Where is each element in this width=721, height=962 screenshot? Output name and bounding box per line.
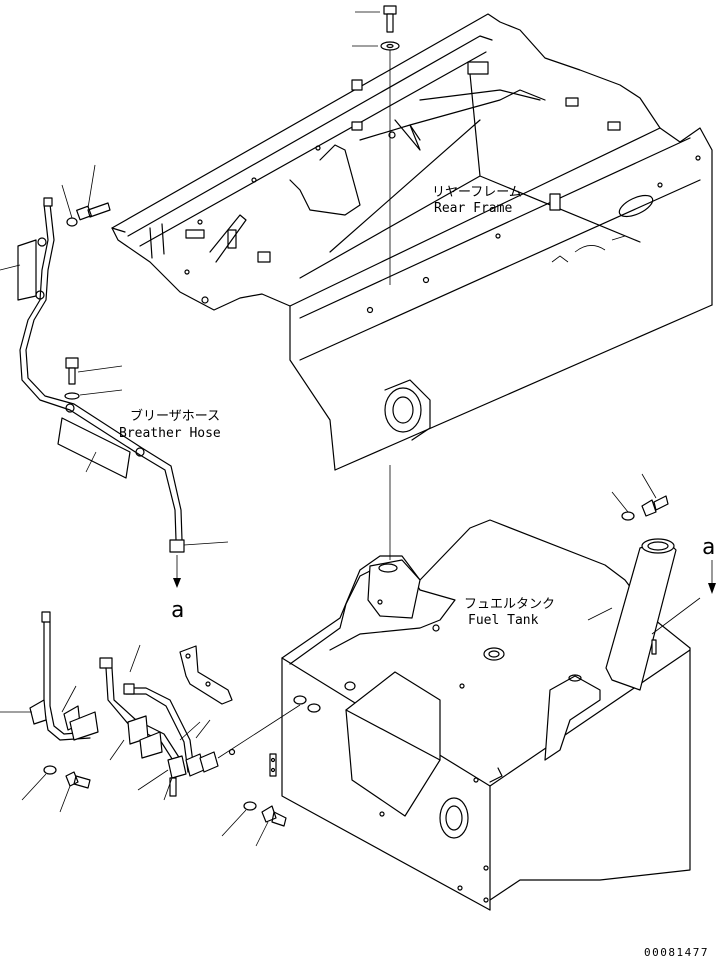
breather-hose-label-en: Breather Hose [119, 426, 221, 441]
rear-frame [111, 13, 713, 471]
breather-bolt-lower [64, 357, 229, 546]
lower-bolt-right [221, 801, 287, 847]
lower-bolt-left [21, 765, 91, 813]
fuel-line-assembly [0, 611, 301, 801]
fuel-tank [269, 519, 691, 911]
ref-a-right: a [702, 535, 715, 560]
top-mount-bolt [352, 5, 400, 285]
reference-arrow-left [173, 555, 181, 588]
mounting-bracket [179, 645, 233, 705]
breather-bolt-upper [0, 164, 111, 271]
reference-arrow-right [708, 560, 716, 594]
rear-frame-label-en: Rear Frame [434, 201, 512, 216]
breather-hose-label-jp: ブリーザホース [130, 408, 220, 424]
ref-a-left: a [171, 598, 184, 623]
fuel-tank-label-en: Fuel Tank [468, 613, 539, 628]
breather-hose [17, 197, 185, 553]
filler-bolt [587, 473, 701, 635]
fuel-tank-label-jp: フュエルタンク [464, 597, 555, 612]
rear-frame-label-jp: リヤーフレーム [432, 185, 522, 200]
drawing-number: 00081477 [644, 946, 709, 959]
